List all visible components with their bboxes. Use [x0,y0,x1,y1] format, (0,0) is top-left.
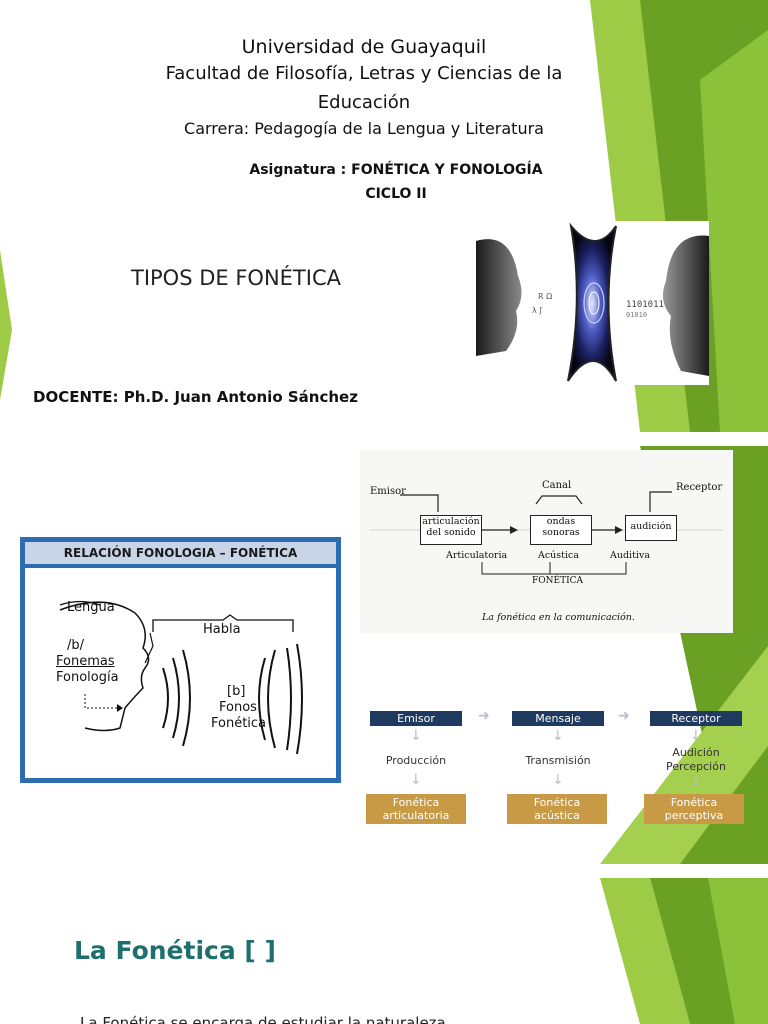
flow-audicion: Audición [672,746,720,759]
slide-2: RELACIÓN FONOLOGIA – FONÉTICA [0,446,768,864]
teacher-line: DOCENTE: Ph.D. Juan Antonio Sánchez [33,388,358,406]
diagram-label-acustica: Acústica [538,550,580,561]
fon-ac-line2: acústica [534,809,580,822]
fon-art-line1: Fonética [392,796,440,809]
slide-separator-1 [0,432,768,446]
slide-separator-2 [0,864,768,878]
faculty-line-1: Facultad de Filosofía, Letras y Ciencias… [165,63,563,84]
diagram-label-canal: Canal [542,480,572,491]
flow-receptor: Receptor [650,711,742,726]
label-fonologia: Fonología [56,670,119,685]
flow-down-2: ↓ [552,728,564,744]
flow-emisor: Emisor [370,711,462,726]
diagram-box-audicion: audición [625,515,677,541]
cycle-line: CICLO II [365,186,427,202]
flow-produccion: Producción [385,754,447,767]
figure-title: RELACIÓN FONOLOGIA – FONÉTICA [25,542,336,564]
label-phoneme: /b/ [67,638,85,653]
diagram-label-articulatoria: Articulatoria [446,550,508,561]
flow-fonetica-acustica: Fonética acústica [507,794,607,824]
flow-mensaje: Mensaje [512,711,604,726]
figure-panel: Lengua Habla /b/ Fonemas Fonología [b] F… [25,568,336,778]
flow-down-3: ↓ [690,728,702,744]
binary-text-2: 01010 [626,311,647,319]
flow-transmision: Transmisión [525,754,591,767]
university-title: Universidad de Guayaquil [241,36,487,58]
floating-letters-1: R Ω [538,292,552,301]
flow-fonetica-articulatoria: Fonética articulatoria [366,794,466,824]
label-fonemas: Fonemas [56,654,115,669]
diagram-box-articulacion: articulación del sonido [420,515,482,545]
flow-arrow-1: ➜ [478,708,490,724]
flow-down-5: ↓ [552,772,564,788]
faculty-line-2: Educación [317,92,411,113]
flow-down-4: ↓ [410,772,422,788]
fon-per-line2: perceptiva [664,809,724,822]
topic-title: TIPOS DE FONÉTICA [131,266,341,290]
label-phone: [b] [227,684,246,699]
diagram-box-ondas: ondas sonoras [530,515,592,545]
diagram-label-receptor: Receptor [676,482,723,493]
diagram-label-emisor: Emisor [370,486,406,497]
flow-arrow-2: ➜ [618,708,630,724]
label-fonetica: Fonética [211,716,267,731]
career-line: Carrera: Pedagogía de la Lengua y Litera… [184,119,544,138]
fon-art-line2: articulatoria [382,809,450,822]
flow-diagram: Emisor ➜ Mensaje ➜ Receptor ↓ ↓ ↓ Produc… [360,706,760,831]
diagram-caption: La fonética en la comunicación. [482,612,635,623]
floating-letters-2: λ ʃ [532,306,542,315]
label-fonos: Fonos [219,700,257,715]
fon-per-line1: Fonética [670,796,718,809]
binary-text-1: 1101011 [626,300,664,310]
flow-down-6: ↓ [690,774,702,790]
diagram-label-fonetica: FONÉTICA [532,576,584,586]
green-deco-slide3 [600,878,768,1024]
communication-diagram: Emisor Canal Receptor articulación del s… [360,450,733,633]
label-lengua: Lengua [67,600,115,615]
flow-fonetica-perceptiva: Fonética perceptiva [644,794,744,824]
communication-illustration: R Ω λ ʃ 1101011 01010 [476,221,709,385]
fon-ac-line1: Fonética [533,796,581,809]
slide3-body-partial: La Fonética se encarga de estudiar la na… [80,1014,446,1024]
slide3-title: La Fonética [ ] [74,936,276,965]
slide-3: La Fonética [ ] La Fonética se encarga d… [0,878,768,1024]
slide-1: Universidad de Guayaquil Facultad de Fil… [0,0,768,432]
diagram-label-auditiva: Auditiva [610,550,650,561]
subject-line: Asignatura : FONÉTICA Y FONOLOGÍA [249,162,543,178]
label-habla: Habla [203,622,241,637]
flow-down-1: ↓ [410,728,422,744]
flow-percepcion: Percepción [666,760,726,773]
fonologia-fonetica-figure: RELACIÓN FONOLOGIA – FONÉTICA [20,537,341,783]
